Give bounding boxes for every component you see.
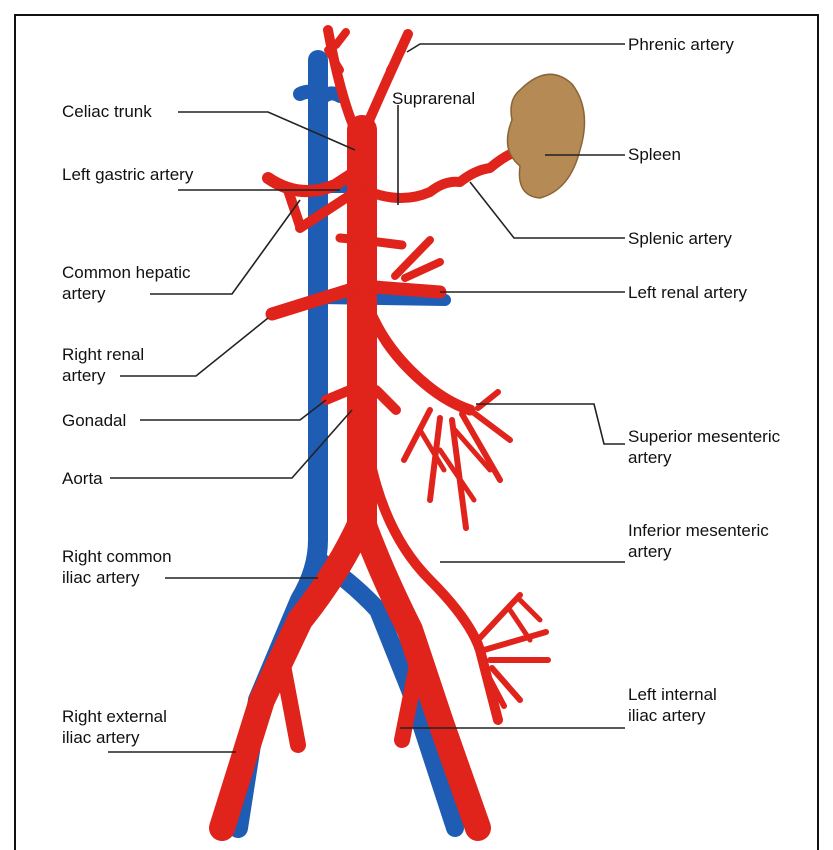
label-splenic-artery: Splenic artery xyxy=(628,228,732,249)
label-line: artery xyxy=(628,447,780,468)
arterial-tree xyxy=(222,30,548,828)
label-line: artery xyxy=(62,283,191,304)
label-line: iliac artery xyxy=(62,567,172,588)
label-right-external-iliac-artery: Right external iliac artery xyxy=(62,706,167,748)
label-spleen: Spleen xyxy=(628,144,681,165)
label-line: Inferior mesenteric xyxy=(628,520,769,541)
label-line: artery xyxy=(62,365,144,386)
label-phrenic-artery: Phrenic artery xyxy=(628,34,734,55)
label-line: Superior mesenteric xyxy=(628,426,780,447)
label-celiac-trunk: Celiac trunk xyxy=(62,101,152,122)
label-line: Common hepatic xyxy=(62,262,191,283)
label-left-renal-artery: Left renal artery xyxy=(628,282,747,303)
label-gonadal: Gonadal xyxy=(62,410,126,431)
label-right-common-iliac-artery: Right common iliac artery xyxy=(62,546,172,588)
spleen-organ xyxy=(508,74,585,198)
label-line: artery xyxy=(628,541,769,562)
label-left-internal-iliac-artery: Left internal iliac artery xyxy=(628,684,717,726)
label-aorta: Aorta xyxy=(62,468,103,489)
label-line: Right renal xyxy=(62,344,144,365)
label-left-gastric-artery: Left gastric artery xyxy=(62,164,193,185)
label-line: iliac artery xyxy=(628,705,717,726)
label-line: iliac artery xyxy=(62,727,167,748)
label-inferior-mesenteric-artery: Inferior mesenteric artery xyxy=(628,520,769,562)
label-common-hepatic-artery: Common hepatic artery xyxy=(62,262,191,304)
label-right-renal-artery: Right renal artery xyxy=(62,344,144,386)
label-line: Left internal xyxy=(628,684,717,705)
label-line: Right common xyxy=(62,546,172,567)
label-line: Right external xyxy=(62,706,167,727)
label-suprarenal: Suprarenal xyxy=(392,88,475,109)
label-superior-mesenteric-artery: Superior mesenteric artery xyxy=(628,426,780,468)
